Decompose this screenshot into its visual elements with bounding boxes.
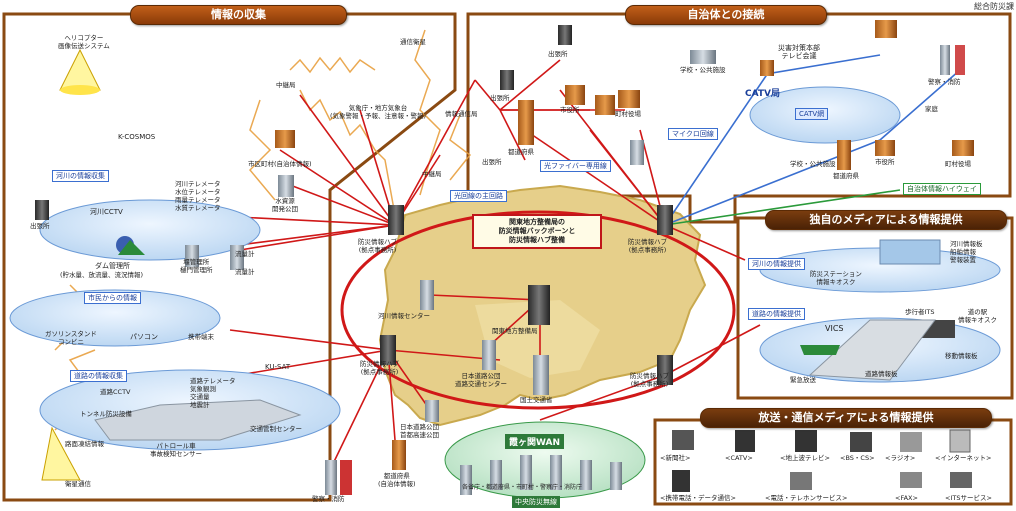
media-fax: <FAX> bbox=[895, 494, 918, 502]
pref1-label: 都道府県 bbox=[508, 148, 534, 156]
tunnel-label: トンネル防災設備 bbox=[80, 410, 132, 418]
banner-own-media: 独自のメディアによる情報提供 bbox=[765, 210, 1007, 230]
police-fire-label: 警察・消防 bbox=[928, 78, 961, 86]
center-box: 関東地方整備局の 防災情報バックボーンと 防災情報ハブ整備 bbox=[472, 214, 602, 249]
water-res-label: 水資源 開発公団 bbox=[272, 197, 298, 213]
home-label: 家庭 bbox=[925, 105, 938, 113]
media-catv: <CATV> bbox=[725, 454, 753, 462]
satellite-label: 通信衛星 bbox=[400, 38, 426, 46]
corner-label: 総合防災課 bbox=[974, 2, 1014, 11]
media-radio: <ラジオ> bbox=[885, 454, 916, 462]
central-gov-label: 中央防災無線 bbox=[512, 496, 560, 508]
level2-label: 流量計 bbox=[235, 268, 255, 276]
city1-label: 市役所 bbox=[560, 106, 580, 114]
dam-sub-label: (貯水量、放流量、流況情報) bbox=[60, 271, 144, 279]
river-center-label: 河川情報センター bbox=[378, 312, 430, 320]
school1-label: 学校・公共施設 bbox=[680, 66, 726, 74]
pref-label: 都道府県 (自治体情報) bbox=[378, 472, 416, 488]
optical-tag: 光ファイバー専用線 bbox=[540, 160, 611, 172]
branch2-label: 出張所 bbox=[548, 50, 568, 58]
building-icons bbox=[35, 20, 974, 495]
road-info-tag: 道路の情報収集 bbox=[70, 370, 127, 382]
mobile-board-label: 移動情報板 bbox=[945, 352, 978, 360]
disaster-hq-label: 災害対策本部 テレビ会議 bbox=[778, 44, 820, 60]
school2-label: 学校・公共施設 bbox=[790, 160, 836, 168]
city-office-label: 市区町村(自治体情報) bbox=[248, 160, 312, 168]
media-its: <ITSサービス> bbox=[945, 494, 992, 502]
jh2-label: 日本道路公団 首都高速公団 bbox=[400, 423, 439, 439]
banner-info-collection: 情報の収集 bbox=[130, 5, 347, 25]
branch3-label: 出張所 bbox=[482, 158, 502, 166]
kanto-bureau-label: 関東地方整備局 bbox=[492, 327, 538, 335]
backbone-ring bbox=[340, 210, 736, 410]
traffic-control-label: 交通管制センター bbox=[250, 425, 302, 433]
road-provide-tag: 道路の情報提供 bbox=[748, 308, 805, 320]
weir-label: 堰管理所 樋門管理所 bbox=[180, 258, 213, 274]
meteo-label: 気象庁・地方気象台 (気象警報・予報、注意報・警報) bbox=[330, 104, 427, 120]
hub-left-top-label: 防災情報ハブ (拠点事務所) bbox=[358, 238, 397, 254]
helicopter-label: ヘリコプター 画像伝送システム bbox=[58, 34, 110, 50]
banner-municipal-connection: 自治体との接続 bbox=[625, 5, 827, 25]
kcosmos-label: K-COSMOS bbox=[118, 133, 156, 141]
police-label: 警察・消防 bbox=[312, 495, 345, 503]
pc-label: パソコン bbox=[130, 333, 158, 341]
station-kiosk-label: 防災ステーション 情報キオスク bbox=[810, 270, 862, 286]
vics-label: VICS bbox=[825, 324, 844, 333]
pref2-label: 都道府県 bbox=[833, 172, 859, 180]
river-cctv-label: 河川CCTV bbox=[90, 208, 123, 216]
banner-broadcast-media: 放送・通信メディアによる情報提供 bbox=[700, 408, 992, 428]
hub-right-bottom-label: 防災情報ハブ (拠点事務所) bbox=[630, 372, 669, 388]
town2-label: 町村役場 bbox=[945, 160, 971, 168]
relay1-label: 中継局 bbox=[276, 81, 296, 89]
mobile-label: 携帯端末 bbox=[188, 333, 214, 341]
media-telephone: <電話・テレホンサービス> bbox=[765, 494, 848, 502]
road-tele-label: 道路テレメータ 気象観測 交通量 地震計 bbox=[190, 377, 236, 409]
gasstation-label: ガソリンスタンド コンビニ bbox=[45, 330, 97, 346]
road-board-label: 道路情報板 bbox=[865, 370, 898, 378]
fiber-net-tag: 光回線の主回路 bbox=[450, 190, 507, 202]
dam-label: ダム管理所 bbox=[95, 262, 130, 270]
kiosk2-label: 道の駅 情報キオスク bbox=[958, 308, 997, 324]
media-internet: <インターネット> bbox=[935, 454, 992, 462]
level1-label: 流量計 bbox=[235, 250, 255, 258]
branch-label-left: 出張所 bbox=[30, 222, 50, 230]
citizen-tag: 市民からの情報 bbox=[84, 292, 141, 304]
town1-label: 町村役場 bbox=[615, 110, 641, 118]
media-bs-cs: <BS・CS> bbox=[840, 454, 875, 462]
highway-lines bbox=[664, 189, 901, 226]
ministries-label: 各省庁・都道府県・市町村・警察庁・消防庁 bbox=[462, 484, 583, 491]
sensor-label: 路面凍結情報 bbox=[65, 440, 104, 448]
kansho-label: 情報通信局 bbox=[445, 110, 478, 118]
media-mobile-data: <携帯電話・データ通信> bbox=[660, 494, 736, 502]
road-cctv-label: 道路CCTV bbox=[100, 388, 131, 396]
jh-label: 日本道路公団 道路交通センター bbox=[455, 372, 507, 388]
mlit-label: 国土交通省 bbox=[520, 396, 553, 404]
hub-left-bottom-label: 防災情報ハブ (拠点事務所) bbox=[360, 360, 399, 376]
catv-station-label: CATV局 bbox=[745, 89, 780, 99]
patrol-label: パトロール車 事故検知センサー bbox=[150, 442, 202, 458]
relay2-label: 中継局 bbox=[422, 170, 442, 178]
catv-net-tag: CATV網 bbox=[795, 108, 829, 120]
river-items-label: 河川情報板 船舶情報 警報装置 bbox=[950, 240, 983, 264]
river-info-tag: 河川の情報収集 bbox=[52, 170, 109, 182]
kasumi-wan-label: 霞ヶ関WAN bbox=[505, 434, 565, 449]
broadcast-note-label: 緊急放送 bbox=[790, 376, 816, 384]
microwave-tag: マイクロ回線 bbox=[668, 128, 718, 140]
hub-right-top-label: 防災情報ハブ (拠点事務所) bbox=[628, 238, 667, 254]
highway-tag: 自治体情報ハイウェイ bbox=[903, 183, 981, 195]
branch1-label: 出張所 bbox=[490, 94, 510, 102]
river-provide-tag: 河川の情報提供 bbox=[748, 258, 805, 270]
city2-label: 市役所 bbox=[875, 158, 895, 166]
sat-comm-label: 衛星通信 bbox=[65, 480, 91, 488]
river-tele-label: 河川テレメータ 水位テレメータ 雨量テレメータ 水質テレメータ bbox=[175, 180, 221, 212]
media-newspaper: <新聞社> bbox=[660, 454, 691, 462]
media-terrestrial-tv: <地上波テレビ> bbox=[780, 454, 830, 462]
kusat-label: KU-SAT bbox=[265, 363, 291, 371]
walking-label: 歩行者ITS bbox=[905, 308, 935, 316]
